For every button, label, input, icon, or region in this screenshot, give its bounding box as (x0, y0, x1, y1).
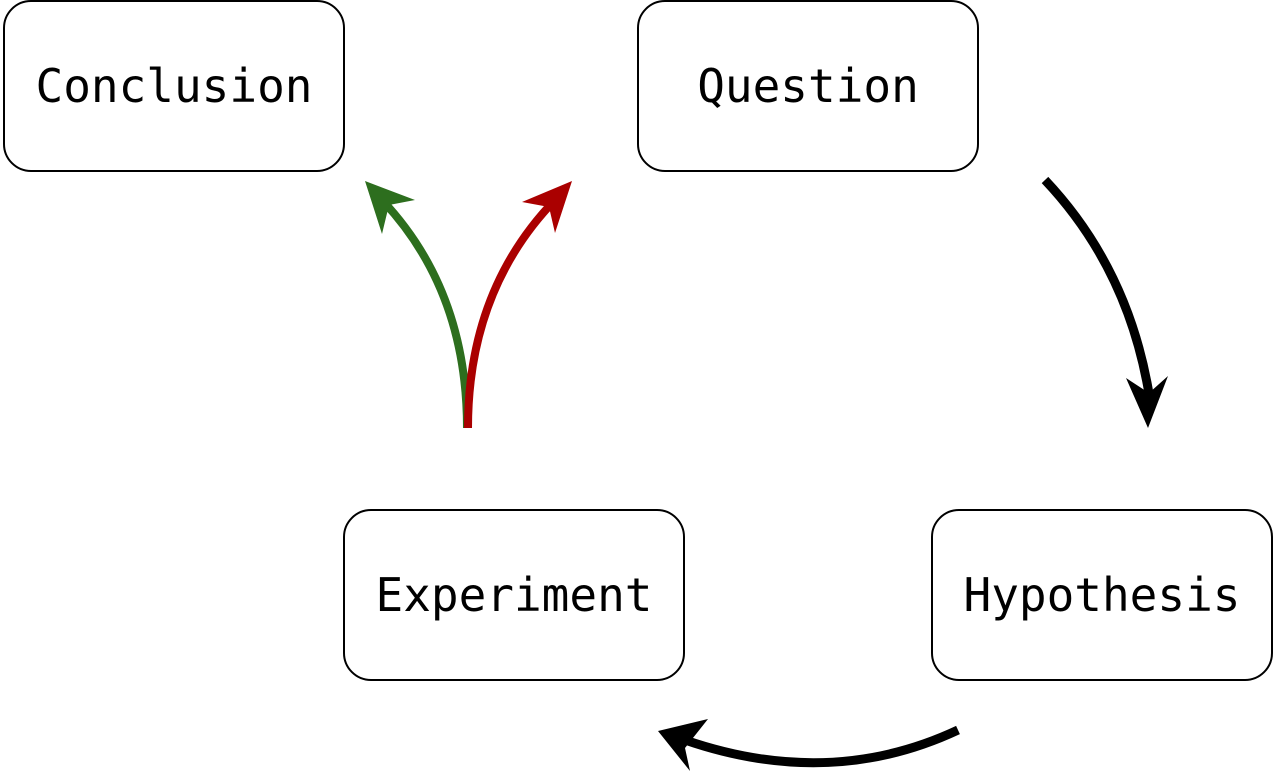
node-conclusion-label: Conclusion (35, 59, 313, 113)
arrowhead-experiment-to-question (522, 181, 572, 233)
node-question-label: Question (697, 59, 919, 113)
arrowhead-experiment-to-conclusion (365, 181, 415, 234)
arrow-experiment-to-conclusion (379, 197, 471, 429)
node-hypothesis-label: Hypothesis (963, 568, 1241, 622)
node-question: Question (637, 0, 979, 172)
node-conclusion: Conclusion (3, 0, 345, 172)
arrow-experiment-to-question (464, 197, 558, 429)
arrowhead-hypothesis-to-experiment (658, 719, 708, 771)
node-hypothesis: Hypothesis (931, 509, 1273, 681)
arrow-hypothesis-to-experiment (683, 725, 960, 768)
node-experiment-label: Experiment (375, 568, 653, 622)
arrowhead-question-to-hypothesis (1126, 376, 1168, 428)
arrow-question-to-hypothesis (1041, 176, 1155, 401)
node-experiment: Experiment (343, 509, 685, 681)
